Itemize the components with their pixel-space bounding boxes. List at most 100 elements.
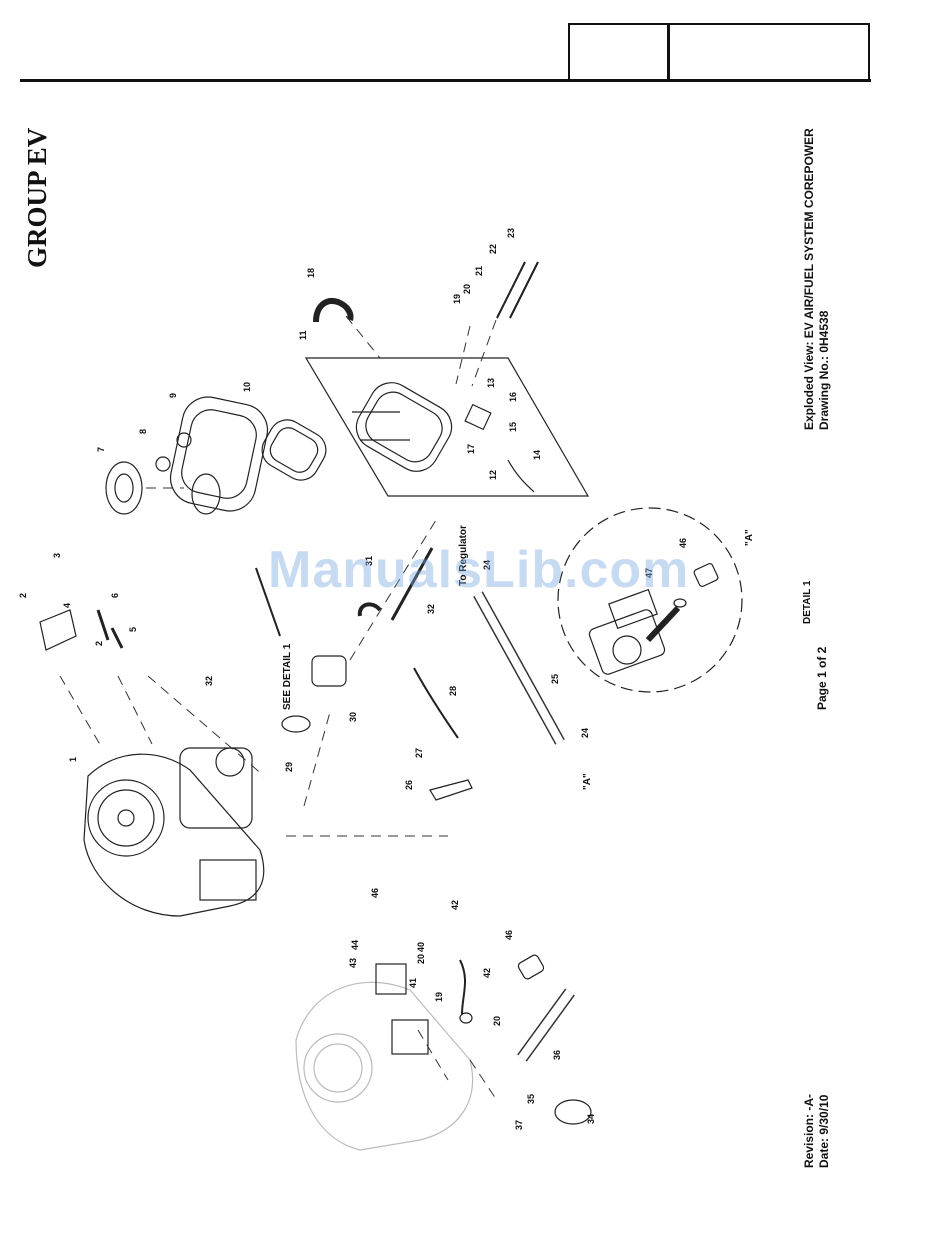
to-regulator-callout: To Regulator bbox=[458, 525, 469, 586]
part-18: 18 bbox=[306, 268, 316, 278]
part-46: 46 bbox=[678, 538, 688, 548]
precleaner-inner bbox=[114, 473, 134, 503]
leader-lines bbox=[59, 315, 499, 1103]
part-24b: 24 bbox=[580, 728, 590, 738]
part-20b: 20 bbox=[416, 954, 426, 964]
breather-tube bbox=[507, 459, 535, 493]
part-6: 6 bbox=[110, 593, 120, 598]
clamp bbox=[357, 602, 382, 617]
air-cleaner-cover bbox=[169, 396, 269, 512]
part-29: 29 bbox=[284, 762, 294, 772]
linkage-rod bbox=[255, 567, 281, 637]
choke-bracket bbox=[464, 403, 492, 431]
air-cleaner-base bbox=[352, 382, 453, 472]
ring-terminal bbox=[459, 1012, 473, 1024]
detail-1-regulator bbox=[588, 588, 681, 675]
part-44: 44 bbox=[350, 940, 360, 950]
ref-a-fuel-line: "A" bbox=[582, 773, 593, 790]
adapter bbox=[311, 655, 347, 687]
part-number-labels: 7 8 9 10 11 18 19 20 21 22 23 13 16 15 1… bbox=[18, 228, 688, 1130]
part-14: 14 bbox=[532, 450, 542, 460]
precleaner-outer bbox=[105, 461, 143, 515]
callout-labels: SEE DETAIL 1 To Regulator DETAIL 1 "A" "… bbox=[282, 525, 813, 790]
part-45b: 46 bbox=[504, 930, 514, 940]
part-37: 35 bbox=[526, 1094, 536, 1104]
part-19: 19 bbox=[452, 294, 462, 304]
part-31: 31 bbox=[364, 556, 374, 566]
part-11: 11 bbox=[298, 330, 308, 340]
fitting-45 bbox=[517, 954, 545, 980]
air-cleaner-plate-outline bbox=[304, 357, 590, 497]
paper-element bbox=[261, 419, 327, 481]
part-45a: 46 bbox=[370, 888, 380, 898]
spring-2 bbox=[110, 627, 124, 649]
part-40: 41 bbox=[408, 978, 418, 988]
part-8: 8 bbox=[138, 429, 148, 434]
stud-1 bbox=[496, 261, 526, 319]
header-rule bbox=[20, 79, 871, 82]
part-36: 36 bbox=[552, 1050, 562, 1060]
part-42: 42 bbox=[482, 968, 492, 978]
part-13: 13 bbox=[486, 378, 496, 388]
cable bbox=[413, 667, 459, 739]
part-1: 1 bbox=[68, 757, 78, 762]
part-23: 23 bbox=[506, 228, 516, 238]
o-ring-47 bbox=[673, 598, 687, 608]
part-41: 42 bbox=[450, 900, 460, 910]
knob-2 bbox=[176, 432, 192, 448]
stud-2 bbox=[509, 261, 539, 319]
part-16: 16 bbox=[508, 392, 518, 402]
knob-1 bbox=[155, 456, 171, 472]
part-4: 4 bbox=[62, 603, 72, 608]
part-43: 43 bbox=[348, 958, 358, 968]
part-20: 20 bbox=[462, 284, 472, 294]
part-20c: 20 bbox=[492, 1016, 502, 1026]
engine-ghost bbox=[295, 981, 474, 1151]
see-detail-callout: SEE DETAIL 1 bbox=[282, 643, 293, 710]
part-7: 7 bbox=[96, 447, 106, 452]
part-2a: 2 bbox=[18, 593, 28, 598]
elbow-hose bbox=[313, 298, 354, 323]
lever bbox=[429, 779, 473, 801]
part-28: 28 bbox=[448, 686, 458, 696]
part-2b: 2 bbox=[94, 641, 104, 646]
part-19b: 19 bbox=[434, 992, 444, 1002]
part-21: 21 bbox=[474, 266, 484, 276]
wire bbox=[459, 959, 467, 1015]
cover-inlet bbox=[191, 473, 221, 515]
spring bbox=[96, 609, 110, 641]
part-15: 15 bbox=[508, 422, 518, 432]
part-10: 10 bbox=[242, 382, 252, 392]
ref-a-detail: "A" bbox=[744, 529, 755, 546]
part-34: 32 bbox=[204, 676, 214, 686]
part-25: 25 bbox=[550, 674, 560, 684]
detail-label: DETAIL 1 bbox=[802, 580, 813, 624]
bracket bbox=[39, 609, 77, 651]
part-38: 37 bbox=[514, 1120, 524, 1130]
fitting-46 bbox=[693, 563, 719, 587]
part-39: 40 bbox=[416, 942, 426, 952]
watermark: ManualsLib.com bbox=[268, 541, 690, 599]
part-30: 30 bbox=[348, 712, 358, 722]
part-5: 5 bbox=[128, 627, 138, 632]
fuel-line bbox=[473, 591, 565, 745]
part-12: 12 bbox=[488, 470, 498, 480]
part-3: 3 bbox=[52, 553, 62, 558]
part-17: 17 bbox=[466, 444, 476, 454]
part-35: 34 bbox=[586, 1114, 596, 1124]
part-27: 27 bbox=[414, 748, 424, 758]
engine bbox=[83, 747, 265, 917]
header-box-right bbox=[668, 23, 870, 81]
clamp-35 bbox=[554, 1099, 592, 1125]
part-47: 47 bbox=[644, 568, 654, 578]
solenoid bbox=[375, 963, 429, 1055]
part-9: 9 bbox=[168, 393, 178, 398]
hose-32 bbox=[390, 547, 434, 621]
part-32: 32 bbox=[426, 604, 436, 614]
part-24a: 24 bbox=[482, 560, 492, 570]
gasket bbox=[281, 715, 311, 733]
part-26: 26 bbox=[404, 780, 414, 790]
part-22: 22 bbox=[488, 244, 498, 254]
detail-1-circle bbox=[557, 507, 743, 693]
